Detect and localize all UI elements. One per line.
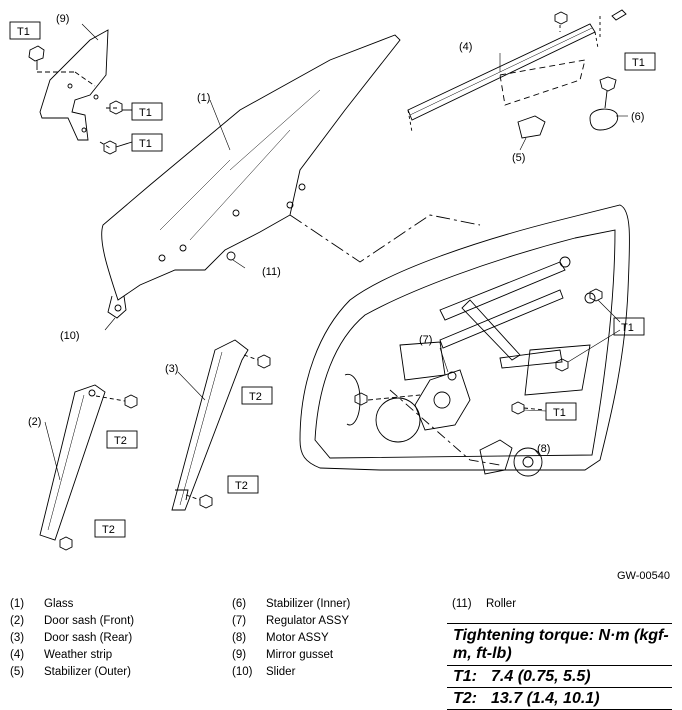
callout-9: (9)	[56, 13, 69, 25]
callout-2: (2)	[28, 416, 41, 428]
torque-tag: T1	[553, 407, 566, 419]
stabilizer-outer	[517, 115, 546, 139]
callout-3: (3)	[165, 363, 178, 375]
torque-tag: T1	[632, 57, 645, 69]
legend-item: (3)Door sash (Rear)	[10, 632, 133, 644]
callout-1: (1)	[197, 92, 210, 104]
torque-tag: T2	[114, 435, 127, 447]
callout-11: (11)	[262, 266, 281, 278]
legend-item: (10)Slider	[232, 666, 296, 678]
tightening-torque-table: Tightening torque: N·m (kgf-m, ft-lb) T1…	[447, 623, 672, 710]
legend-item: (6)Stabilizer (Inner)	[232, 598, 351, 610]
legend-item: (2)Door sash (Front)	[10, 615, 135, 627]
motor-assy	[479, 439, 513, 475]
callout-4: (4)	[459, 41, 472, 53]
legend-item: (8)Motor ASSY	[232, 632, 329, 644]
callout-7: (7)	[419, 334, 432, 346]
door-sash-front	[39, 384, 106, 541]
legend-item: (9)Mirror gusset	[232, 649, 334, 661]
torque-tag: T1	[621, 322, 634, 334]
torque-tag: T2	[102, 524, 115, 536]
stabilizer-inner	[589, 108, 619, 131]
door-sash-rear	[171, 339, 249, 511]
torque-tag: T1	[139, 107, 152, 119]
callout-6: (6)	[631, 111, 644, 123]
regulator-assy	[439, 261, 566, 361]
mirror-gusset	[39, 29, 109, 141]
door-inner-panel	[299, 204, 630, 471]
callout-8: (8)	[537, 443, 550, 455]
legend-item: (7)Regulator ASSY	[232, 615, 350, 627]
torque-tag: T1	[139, 138, 152, 150]
torque-tag: T2	[249, 391, 262, 403]
torque-row: T1:7.4 (0.75, 5.5)	[447, 666, 672, 688]
torque-row: T2:13.7 (1.4, 10.1)	[447, 688, 672, 710]
glass-panel	[101, 34, 401, 301]
callout-10: (10)	[60, 330, 80, 342]
torque-header: Tightening torque: N·m (kgf-m, ft-lb)	[447, 623, 672, 666]
weather-strip	[407, 23, 596, 121]
legend-item: (11)Roller	[452, 598, 517, 610]
parts-legend: (1)Glass (2)Door sash (Front) (3)Door sa…	[0, 590, 682, 691]
legend-item: (1)Glass	[10, 598, 74, 610]
torque-tag: T1	[17, 26, 30, 38]
torque-tag: T2	[235, 480, 248, 492]
legend-item: (5)Stabilizer (Outer)	[10, 666, 131, 678]
legend-item: (4)Weather strip	[10, 649, 113, 661]
exploded-diagram: (1) (2) (3) (4) (5) (6) (7) (8) (9) (10)…	[9, 9, 656, 551]
figure-id: GW-00540	[617, 570, 670, 582]
callout-5: (5)	[512, 152, 525, 164]
